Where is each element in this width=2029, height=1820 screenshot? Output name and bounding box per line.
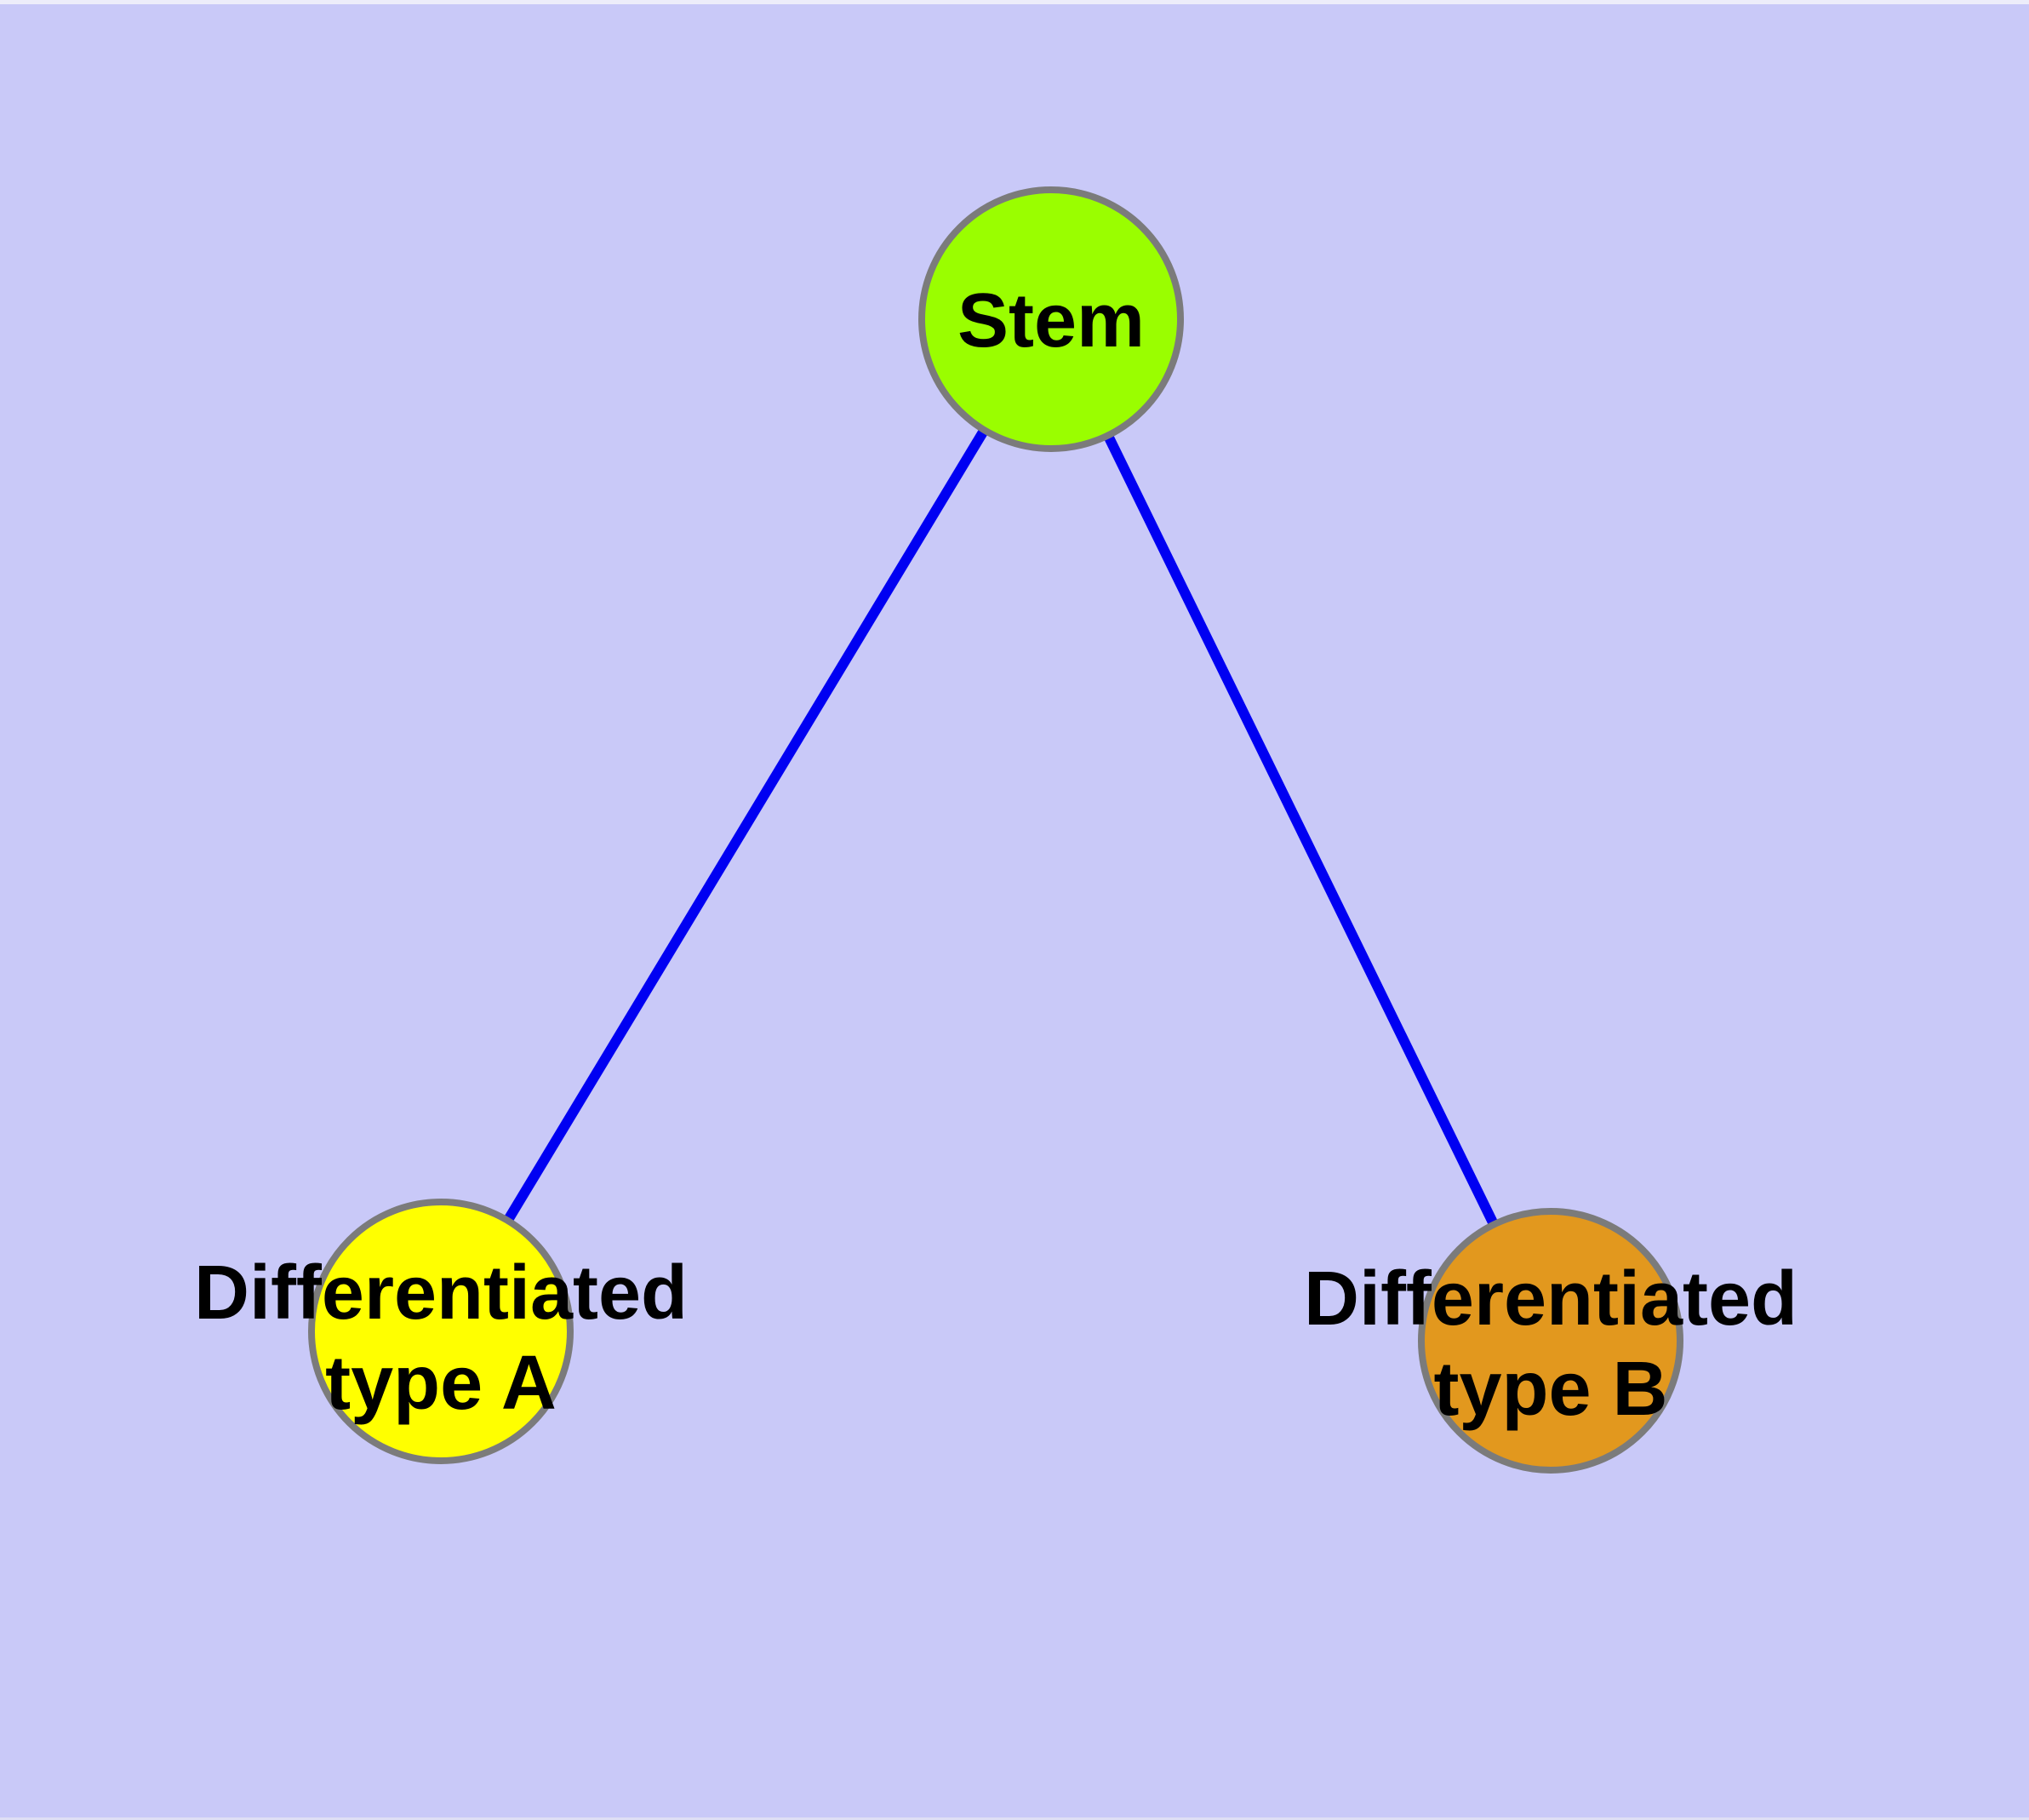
canvas-bottom-edge-strip <box>0 1817 2029 1820</box>
node-type-b-label-line2: type B <box>1433 1347 1667 1432</box>
node-type-b-label-line1: Differentiated <box>1304 1256 1798 1342</box>
edge-stem-to-type-a <box>436 316 1056 1335</box>
node-type-b-circle[interactable] <box>1418 1208 1683 1474</box>
edge-stem-to-type-b <box>1046 317 1556 1343</box>
node-differentiated-type-b: Differentiated type B <box>1304 1208 1798 1474</box>
node-differentiated-type-a: Differentiated type A <box>194 1199 688 1464</box>
node-type-a-circle[interactable] <box>308 1199 574 1464</box>
node-type-a-label-line2: type A <box>325 1341 557 1426</box>
node-stem-label: Stem <box>957 278 1145 363</box>
canvas-top-edge-strip <box>0 0 2029 4</box>
node-stem: Stem <box>918 186 1184 452</box>
node-stem-circle[interactable] <box>918 186 1184 452</box>
node-type-a-label-line1: Differentiated <box>194 1251 688 1336</box>
